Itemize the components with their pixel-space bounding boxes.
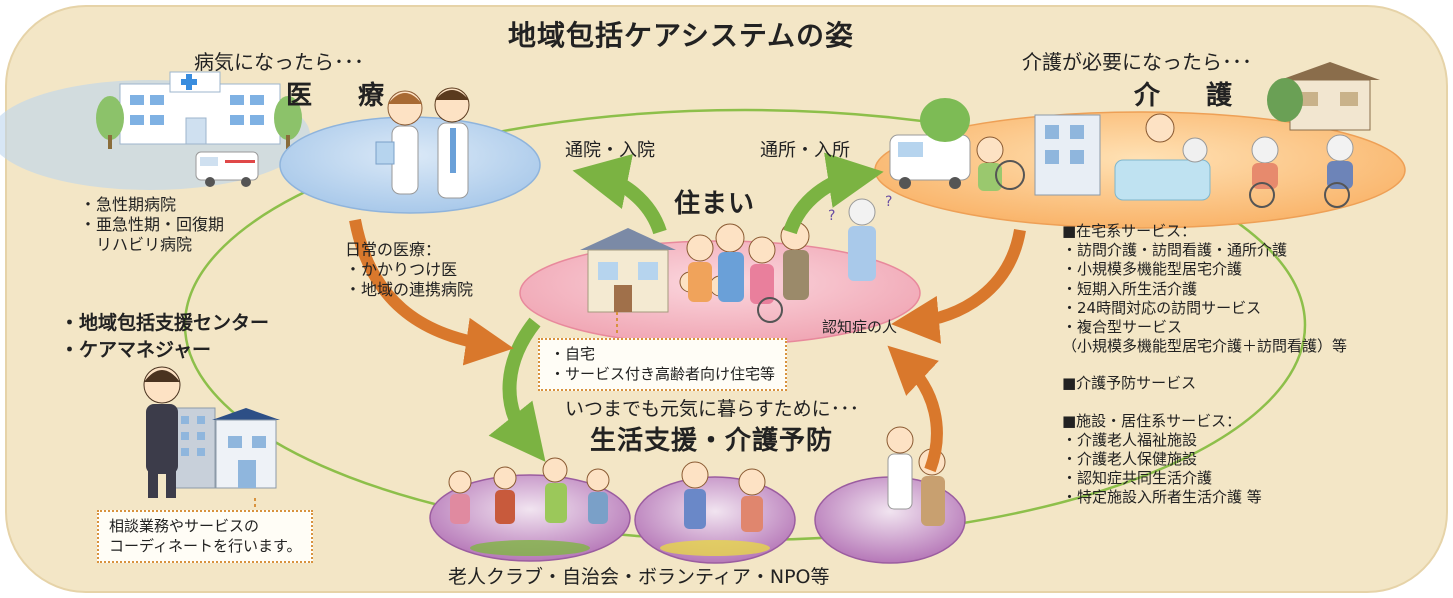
hospital-list: ・急性期病院 ・亜急性期・回復期 リハビリ病院 bbox=[80, 195, 224, 255]
arrow-care-to-housing bbox=[891, 228, 1026, 344]
support-illustration bbox=[448, 426, 946, 556]
medical-heading: 医 療 bbox=[286, 81, 395, 111]
support-footer: 老人クラブ・自治会・ボランティア・NPO等 bbox=[448, 566, 830, 588]
care-services: ■在宅系サービス： ・訪問介護・訪問看護・通所介護 ・小規模多機能型居宅介護 ・… bbox=[1062, 222, 1347, 507]
center-note-line: コーディネートを行います。 bbox=[109, 537, 302, 556]
care-intro: 介護が必要になったら･･･ bbox=[1022, 50, 1252, 74]
doctor-nurse-illustration bbox=[375, 87, 470, 199]
arrow-to-medical bbox=[572, 154, 667, 235]
facility-title: ■施設・居住系サービス： bbox=[1062, 411, 1242, 430]
home-services-title: ■在宅系サービス： bbox=[1062, 222, 1197, 240]
home-service-item: ・小規模多機能型居宅介護 bbox=[1062, 260, 1243, 279]
daily-medical-title: 日常の医療： bbox=[345, 240, 442, 259]
svg-text:?: ? bbox=[885, 194, 892, 210]
daily-medical: 日常の医療： ・かかりつけ医 ・地域の連携病院 bbox=[345, 240, 473, 300]
care-heading: 介 護 bbox=[1134, 81, 1243, 111]
facility-item: ・介護老人福祉施設 bbox=[1062, 430, 1198, 449]
housing-item: ・自宅 bbox=[550, 345, 596, 363]
arrow-to-care bbox=[783, 152, 884, 235]
hospital-item: リハビリ病院 bbox=[80, 235, 193, 254]
dementia-label: 認知症の人 bbox=[822, 318, 898, 336]
prevention-title: ■介護予防サービス bbox=[1062, 374, 1197, 393]
support-heading: 生活支援・介護予防 bbox=[590, 426, 834, 456]
housing-illustration: ? ? bbox=[580, 194, 892, 323]
home-service-item: ・複合型サービス bbox=[1062, 317, 1183, 336]
care-illustration bbox=[889, 62, 1380, 208]
facility-item: ・介護老人保健施設 bbox=[1062, 449, 1198, 468]
hospital-item: ・亜急性期・回復期 bbox=[80, 215, 225, 234]
daily-medical-item: ・かかりつけ医 bbox=[345, 260, 458, 279]
support-ellipse-club bbox=[429, 474, 631, 562]
arrow-to-support bbox=[488, 317, 546, 462]
facility-item: ・認知症共同生活介護 bbox=[1062, 469, 1213, 488]
arrow-support-to-housing bbox=[887, 345, 943, 473]
home-service-item: ・訪問介護・訪問看護・通所介護 bbox=[1062, 241, 1288, 260]
care-manager-illustration bbox=[143, 366, 280, 498]
arrow-label-care: 通所・入所 bbox=[760, 140, 850, 161]
home-service-item: ・短期入所生活介護 bbox=[1062, 279, 1198, 298]
arrow-label-hospital: 通院・入院 bbox=[565, 140, 655, 161]
center-note: 相談業務やサービスの コーディネートを行います。 bbox=[97, 510, 314, 563]
facility-item: ・特定施設入所者生活介護 等 bbox=[1062, 488, 1262, 507]
medical-intro: 病気になったら･･･ bbox=[194, 50, 364, 74]
center-item: ・ケアマネジャー bbox=[60, 338, 212, 361]
center-list: ・地域包括支援センター ・ケアマネジャー bbox=[60, 310, 269, 363]
page-title: 地域包括ケアシステムの姿 bbox=[508, 19, 855, 52]
center-note-line: 相談業務やサービスの bbox=[109, 517, 260, 535]
svg-text:?: ? bbox=[828, 208, 835, 224]
hospital-illustration bbox=[0, 71, 310, 190]
hospital-item: ・急性期病院 bbox=[80, 195, 177, 214]
housing-heading: 住まい bbox=[674, 189, 756, 219]
arrow-medical-to-housing bbox=[349, 218, 514, 366]
housing-item: ・サービス付き高齢者向け住宅等 bbox=[550, 365, 776, 384]
support-intro: いつまでも元気に暮らすために･･･ bbox=[565, 398, 860, 420]
home-service-item: （小規模多機能型居宅介護＋訪問看護）等 bbox=[1062, 337, 1348, 356]
home-service-item: ・24時間対応の訪問サービス bbox=[1062, 298, 1262, 317]
center-item: ・地域包括支援センター bbox=[60, 312, 270, 334]
daily-medical-item: ・地域の連携病院 bbox=[345, 280, 474, 299]
housing-callout: ・自宅 ・サービス付き高齢者向け住宅等 bbox=[538, 338, 788, 391]
